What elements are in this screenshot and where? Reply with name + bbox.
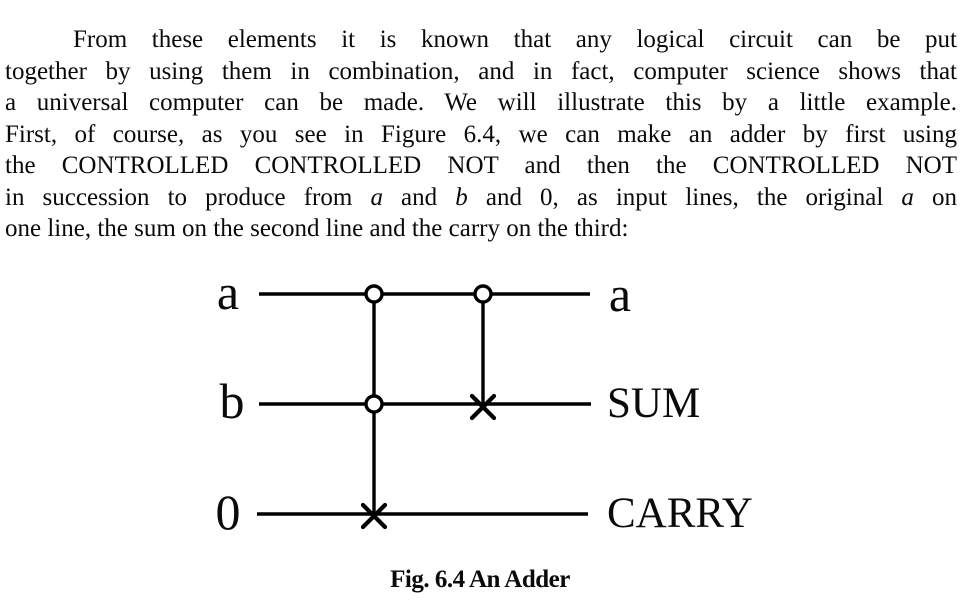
italic-text-segment: b: [455, 183, 468, 211]
text-segment: one line, the sum on the second line and…: [5, 215, 629, 242]
paragraph-line: the CONTROLLED CONTROLLED NOT and then t…: [5, 150, 957, 182]
paragraph-line: From these elements it is known that any…: [5, 24, 957, 56]
text-segment: on: [913, 183, 957, 211]
italic-text-segment: a: [370, 183, 383, 211]
paragraph-line: together by using them in combination, a…: [5, 56, 957, 88]
figure-caption: Fig. 6.4 An Adder: [390, 566, 570, 593]
text-segment: in succession to produce from: [5, 183, 371, 211]
cnot-control-a-icon: [473, 284, 493, 304]
input-label-b: b: [220, 373, 245, 429]
text-segment: together by using them in combination, a…: [5, 57, 957, 85]
ccnot-control-a-icon: [364, 284, 384, 304]
output-label-a: a: [609, 266, 631, 322]
italic-text-segment: a: [901, 183, 914, 211]
paragraph-line: one line, the sum on the second line and…: [5, 213, 957, 245]
input-label-a: a: [217, 264, 239, 320]
text-segment: From these elements it is known that any…: [73, 26, 957, 53]
ccnot-control-b-icon: [364, 394, 384, 414]
text-segment: and 0, as input lines, the original: [467, 183, 902, 211]
paragraph-line: a universal computer can be made. We wil…: [5, 87, 957, 119]
output-label-carry: CARRY: [607, 490, 753, 537]
paragraph-line: in succession to produce from a and b an…: [5, 182, 957, 214]
paragraph-line: First, of course, as you see in Figure 6…: [5, 119, 957, 151]
body-paragraph: From these elements it is known that any…: [5, 24, 957, 245]
output-label-sum: SUM: [607, 380, 700, 427]
text-segment: First, of course, as you see in Figure 6…: [5, 120, 957, 148]
ccnot-target-x-icon: [360, 502, 388, 530]
input-label-zero: 0: [216, 484, 241, 540]
text-segment: the CONTROLLED CONTROLLED NOT and then t…: [5, 152, 957, 179]
text-segment: a universal computer can be made. We wil…: [5, 89, 957, 116]
cnot-target-x-icon: [469, 393, 497, 421]
text-segment: and: [382, 183, 456, 211]
